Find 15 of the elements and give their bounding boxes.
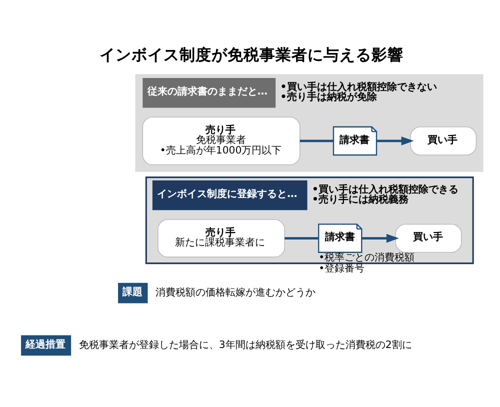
node-box: 売り手 新たに課税事業者に <box>158 219 285 258</box>
node-box: 経過措置 <box>21 335 72 356</box>
arrow <box>362 234 399 243</box>
node-box: 買い手 <box>410 126 477 156</box>
node-label: •税率ごとの消費税額 <box>318 252 415 264</box>
node-box: 買い手 <box>395 224 462 253</box>
node-label: 消費税額の価格転嫁が進むかどうか <box>156 288 316 299</box>
connector <box>284 237 318 240</box>
diagram-title: インボイス制度が免税事業者に与える影響 <box>99 44 404 64</box>
connector <box>300 140 334 142</box>
arrow <box>376 136 414 146</box>
node-label: •登録番号 <box>318 263 365 274</box>
node-label: 免税事業者が登録した場合に、3年間は納税額を受け取った消費税の2割に <box>78 340 412 352</box>
node-box: 売り手 免税事業者 •売上高が年1000万円以下 <box>142 116 300 166</box>
node-box: 課題 <box>118 282 148 304</box>
